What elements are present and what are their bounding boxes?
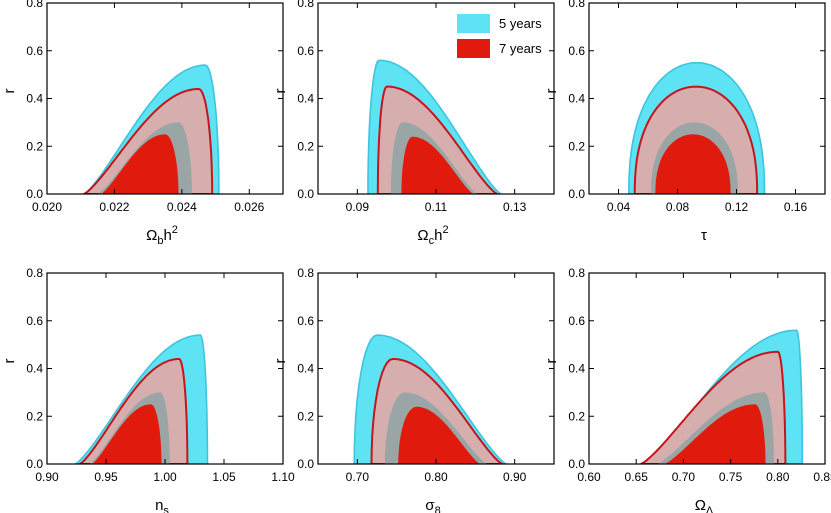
y-tick-label: 0.6 [568,44,585,58]
y-tick-label: 0.4 [26,362,43,376]
legend-swatch [457,14,490,33]
legend: 5 years 7 years [457,14,542,58]
y-tick-label: 0.6 [297,44,314,58]
x-tick-label: 1.05 [212,470,236,484]
y-tick-label: 0.0 [568,187,585,201]
panel-5: 0.70 0.80 0.90 0.0 0.2 0.4 0.6 0.8 r σ8 [272,266,555,513]
x-tick-label: 0.75 [719,470,743,484]
panel-6: 0.60 0.65 0.70 0.75 0.80 0.85 0.0 0.2 0.4 0.6 0.8 r… [543,266,831,513]
y-tick-label: 0.4 [297,362,314,376]
contour-7yr-68 [655,134,731,194]
y-tick-label: 0.2 [26,409,43,423]
x-tick-label: 0.90 [35,470,59,484]
y-tick-label: 0.0 [26,187,43,201]
x-tick-label: 0.70 [346,470,370,484]
x-tick-label: 0.90 [503,470,527,484]
panel-3: 0.04 0.08 0.12 0.16 0.0 0.2 0.4 0.6 0.8 r τ [543,0,826,244]
contours-6 [640,329,804,464]
x-tick-label: 0.04 [607,200,631,214]
x-axis-label: Ωch2 [417,224,448,247]
y-tick-label: 0.2 [26,139,43,153]
x-tick-label: 0.024 [167,200,197,214]
legend-label: 7 years [499,41,542,56]
x-tick-label: 0.022 [99,200,129,214]
y-tick-label: 0.4 [297,92,314,106]
y-axis-label: r [543,359,560,364]
y-tick-label: 0.2 [568,409,585,423]
y-tick-label: 0.2 [297,139,314,153]
y-tick-label: 0.8 [297,266,314,280]
contours-3 [627,61,766,194]
y-tick-label: 0.8 [26,266,43,280]
y-tick-label: 0.4 [26,92,43,106]
y-tick-label: 0.8 [568,0,585,10]
legend-label: 5 years [499,16,542,31]
x-tick-label: 0.11 [425,200,448,214]
y-tick-label: 0.6 [26,314,43,328]
x-tick-label: 0.020 [32,200,62,214]
y-tick-label: 0.4 [568,92,585,106]
y-tick-label: 0.6 [26,44,43,58]
contours-2 [367,59,503,194]
y-tick-label: 0.8 [568,266,585,280]
y-tick-label: 0.8 [26,0,43,10]
contour-7yr-68 [664,404,766,464]
contour-7yr-68 [401,136,474,194]
x-axis-label: ns [155,497,169,513]
x-tick-label: 0.85 [813,470,831,484]
x-tick-label: 0.80 [766,470,790,484]
x-tick-label: 1.10 [271,470,295,484]
x-tick-label: 0.13 [503,200,527,214]
y-axis-label: r [272,89,289,94]
x-axis-label: Ωbh2 [146,224,178,247]
y-tick-label: 0.0 [568,457,585,471]
x-axis-label: σ8 [425,497,440,513]
x-tick-label: 0.95 [94,470,118,484]
y-tick-label: 0.0 [297,187,314,201]
y-axis-label: r [1,359,18,364]
y-tick-label: 0.0 [26,457,43,471]
y-axis-label: r [1,89,18,94]
y-tick-label: 0.2 [297,409,314,423]
y-tick-label: 0.4 [568,362,585,376]
contour-7yr-68 [398,406,481,464]
panel-4: 0.90 0.95 1.00 1.05 1.10 0.0 0.2 0.4 0.6 0.8 r ns [1,266,295,513]
contours-5 [353,334,508,464]
x-tick-label: 0.60 [577,470,601,484]
x-tick-label: 0.65 [625,470,649,484]
x-tick-label: 0.026 [234,200,264,214]
legend-swatch [457,39,490,58]
x-tick-label: 0.80 [424,470,448,484]
x-tick-label: 0.12 [725,200,749,214]
contour-7yr-68 [91,404,162,464]
contour-7yr-68 [100,134,179,194]
y-tick-label: 0.6 [297,314,314,328]
x-tick-label: 0.09 [346,200,370,214]
y-tick-label: 0.2 [568,139,585,153]
y-tick-label: 0.8 [297,0,314,10]
contours-4 [73,334,209,464]
y-tick-label: 0.0 [297,457,314,471]
x-tick-label: 0.08 [666,200,690,214]
x-axis-label: ΩΛ [695,497,714,513]
contours-1 [82,64,220,194]
y-tick-label: 0.6 [568,314,585,328]
x-tick-label: 0.70 [672,470,696,484]
y-axis-label: r [543,89,560,94]
y-axis-label: r [272,359,289,364]
x-tick-label: 1.00 [153,470,177,484]
x-axis-label: τ [701,227,707,244]
x-tick-label: 0.16 [784,200,808,214]
